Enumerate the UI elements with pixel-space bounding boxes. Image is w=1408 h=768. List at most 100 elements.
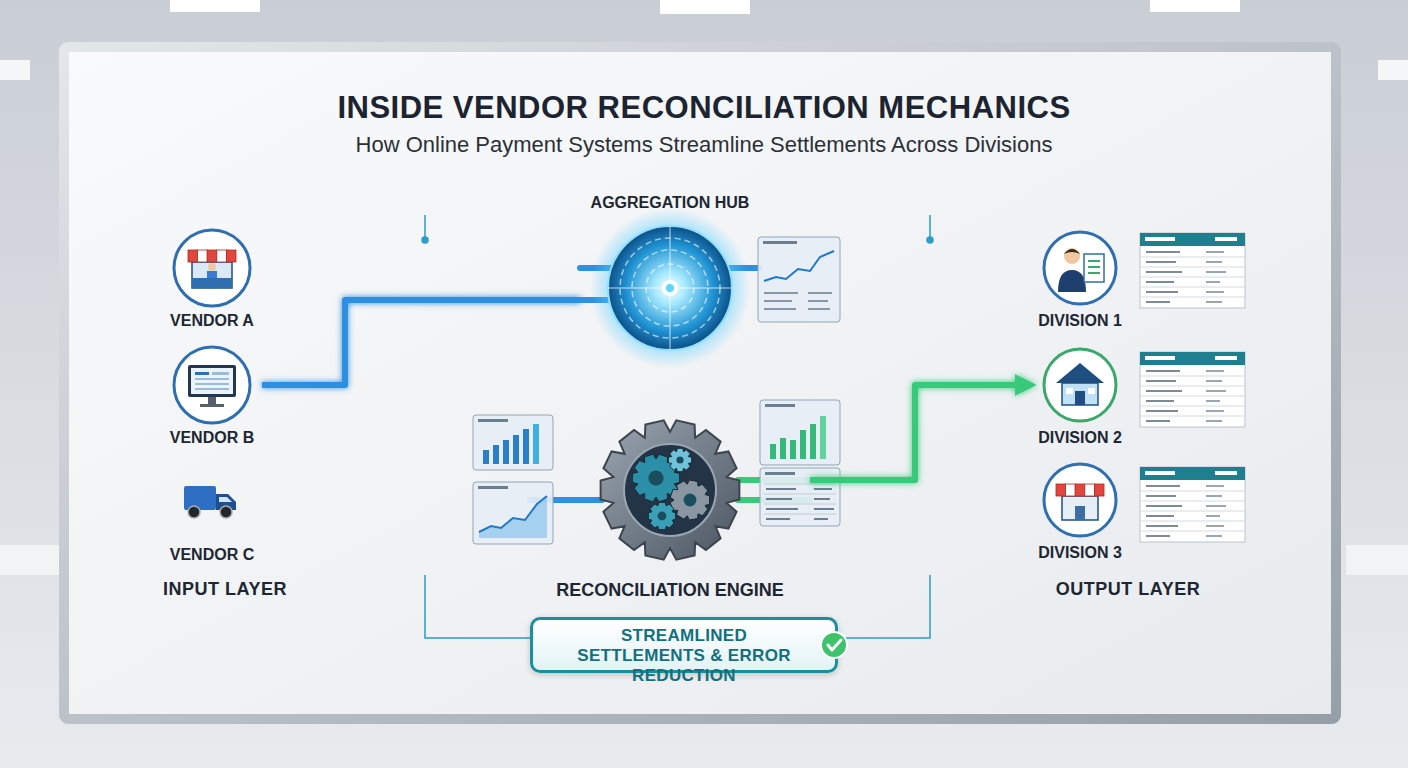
chart-panel <box>473 415 553 470</box>
monitor-icon-part <box>174 347 250 423</box>
flow-connector <box>810 497 1030 503</box>
guide-line-part <box>425 575 530 638</box>
hub-icon-part <box>666 284 674 292</box>
gear-icon-part <box>668 448 691 471</box>
check-badge <box>821 632 847 658</box>
hub-icon-part <box>608 226 732 350</box>
node-label: VENDOR A <box>162 310 262 332</box>
shop-icon-part <box>1075 506 1085 520</box>
shop-icon-part <box>1066 484 1076 496</box>
node-label: DIVISION 2 <box>1030 427 1130 449</box>
division-node: DIVISION 1 <box>1030 228 1130 338</box>
store-icon-part <box>198 250 208 262</box>
chart-panel-part <box>513 435 519 464</box>
ceiling-light-part <box>660 0 750 14</box>
node-label: AGGREGATION HUB <box>580 192 760 214</box>
chart-panel-part <box>765 404 795 407</box>
ceiling-light-part <box>1378 60 1408 80</box>
chart-panel-part <box>780 438 786 459</box>
chart-panel <box>760 400 840 465</box>
chart-panel-part <box>766 489 834 519</box>
chart-panel-part <box>473 482 553 544</box>
chart-panel-part <box>533 424 539 464</box>
node-label: RECONCILIATION ENGINE <box>530 579 810 601</box>
shop-icon-part <box>1044 464 1116 536</box>
chart-panel-part <box>800 430 806 459</box>
chart-panel-part <box>760 468 840 526</box>
chart-panel-part <box>763 241 797 244</box>
ceiling-light-part <box>170 0 260 12</box>
division-node: DIVISION 3 <box>1030 460 1130 570</box>
clerk-icon-part <box>1058 270 1086 292</box>
office-desk-part <box>1346 545 1408 575</box>
chart-panel-part <box>493 445 499 464</box>
truck-icon-part <box>184 486 216 510</box>
chart-panel-part <box>478 486 508 489</box>
badge-text: STREAMLINED SETTLEMENTS & ERROR REDUCTIO… <box>533 626 835 686</box>
chart-panel-part <box>765 472 795 475</box>
check-badge-part <box>821 632 847 658</box>
guide-line-part <box>422 237 428 243</box>
gear-icon-part <box>648 502 675 529</box>
hub-icon-part <box>608 226 732 350</box>
truck-icon-part <box>188 506 200 518</box>
result-badge: STREAMLINED SETTLEMENTS & ERROR REDUCTIO… <box>530 617 838 673</box>
flow-connector <box>262 497 530 503</box>
node-label: DIVISION 1 <box>1030 310 1130 332</box>
monitor-icon-part <box>212 372 229 375</box>
diagram-title: INSIDE VENDOR RECONCILIATION MECHANICS <box>104 89 1304 126</box>
chart-panel-part <box>479 496 547 538</box>
guide-line <box>422 215 933 638</box>
layer-label: OUTPUT LAYER <box>1018 579 1238 601</box>
gear-icon-part <box>648 470 663 485</box>
monitor-icon-part <box>174 347 250 423</box>
chart-panel-part <box>810 424 816 459</box>
chart-panel <box>758 237 840 322</box>
house-icon-part <box>1062 383 1098 405</box>
monitor-icon-part <box>195 372 209 375</box>
flow-connector <box>760 265 1030 271</box>
gear-icon-part <box>658 512 667 521</box>
guide-line-part <box>927 237 933 243</box>
chart-panel-part <box>764 251 834 281</box>
store-icon-part <box>208 263 216 271</box>
chart-panel-part <box>473 415 553 470</box>
store-icon-part <box>226 250 236 262</box>
node-label: VENDOR B <box>162 427 262 449</box>
board-frame <box>64 47 1336 719</box>
clerk-icon-part <box>1088 266 1100 268</box>
monitor-icon-part <box>195 388 229 390</box>
check-badge-part <box>828 640 841 650</box>
house-icon-part <box>1056 363 1104 383</box>
shop-icon-part <box>1044 464 1116 536</box>
chart-panel <box>760 468 840 526</box>
clerk-icon-part <box>1088 272 1100 274</box>
ceiling-light-part <box>1150 0 1240 12</box>
store-icon-part <box>207 271 217 278</box>
chart-panel-part <box>758 237 840 322</box>
subtitle: How Online Payment Systems Streamline Se… <box>154 132 1254 158</box>
chart-panel <box>473 482 553 544</box>
monitor-icon-part <box>208 397 216 404</box>
flow-connector <box>810 385 1030 480</box>
clerk-icon-part <box>1044 232 1116 304</box>
chart-panel-part <box>479 496 547 532</box>
ledger-table <box>1140 467 1245 542</box>
gear-icon-part <box>668 448 691 471</box>
store-icon-part <box>192 262 232 288</box>
monitor-icon-part <box>195 378 229 380</box>
chart-panel-part <box>478 419 508 422</box>
chart-panel-part <box>523 429 529 464</box>
shop-icon-part <box>1094 484 1104 496</box>
house-icon-part <box>1075 391 1085 405</box>
layer-label: INPUT LAYER <box>115 579 335 601</box>
store-icon-part <box>207 250 217 262</box>
engine-node: RECONCILIATION ENGINE <box>530 415 810 605</box>
node-label: VENDOR C <box>162 544 262 566</box>
truck-icon-part <box>219 497 232 502</box>
vendor-node: VENDOR C <box>162 460 262 570</box>
guide-line-part <box>838 575 930 638</box>
